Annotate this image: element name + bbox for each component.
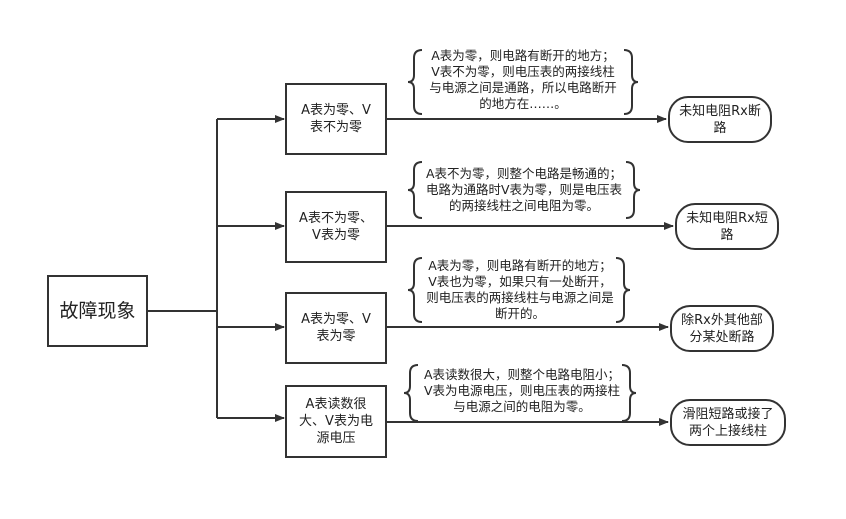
explanation-2: A表不为零，则整个电路是畅通的； 电路为通路时V表为零，则是电压表 的两接线柱之…: [414, 166, 634, 214]
explanation-4-line-2: V表为电源电压，则电压表的两接柱: [423, 383, 621, 398]
brace-left-1: [407, 49, 423, 115]
brace-left-2: [407, 161, 423, 219]
result-1-line-2: 路: [713, 120, 727, 136]
condition-node-1: A表为零、V 表不为零: [285, 83, 387, 155]
explanation-3-line-2: V表也为零，如果只有一处断开，: [428, 274, 612, 289]
root-label: 故障现象: [59, 300, 136, 322]
result-4-line-1: 滑阻短路或接了: [682, 406, 774, 422]
explanation-1-line-3: 与电源之间是通路，所以电路断开: [429, 80, 617, 95]
explanation-1-line-1: A表为零，则电路有断开的地方；: [431, 48, 615, 63]
explanation-3-line-1: A表为零，则电路有断开的地方；: [428, 258, 612, 273]
result-4-line-2: 两个上接线柱: [688, 423, 767, 439]
brace-right-1: [623, 49, 639, 115]
explanation-3: A表为零，则电路有断开的地方； V表也为零，如果只有一处断开， 则电压表的两接线…: [414, 258, 626, 322]
result-3-line-2: 分某处断路: [689, 329, 755, 345]
explanation-3-line-4: 断开的。: [494, 306, 545, 321]
condition-node-4: A表读数很 大、V表为电 源电压: [285, 385, 387, 458]
condition-node-3: A表为零、V 表为零: [285, 292, 387, 364]
explanation-2-line-1: A表不为零，则整个电路是畅通的；: [425, 166, 623, 181]
condition-4-line-1: A表读数很: [305, 397, 367, 412]
result-node-4: 滑阻短路或接了 两个上接线柱: [670, 399, 786, 446]
condition-4-line-2: 大、V表为电: [299, 414, 373, 429]
explanation-3-line-3: 则电压表的两接线柱与电源之间是: [426, 290, 614, 305]
result-2-line-1: 未知电阻Rx短: [686, 210, 768, 226]
condition-3-line-1: A表为零、V: [301, 312, 371, 327]
branch-4-connectors: [217, 414, 669, 426]
condition-3-line-2: 表为零: [316, 329, 356, 344]
condition-1-line-2: 表不为零: [309, 120, 362, 135]
brace-left-4: [403, 364, 419, 422]
explanation-4-line-1: A表读数很大，则整个电路电阻小；: [423, 367, 621, 382]
condition-2-line-2: V表为零: [312, 228, 360, 243]
root-node: 故障现象: [47, 275, 148, 347]
result-node-1: 未知电阻Rx断 路: [668, 96, 772, 143]
brace-right-3: [615, 257, 631, 323]
explanation-4-line-3: 与电源之间的电阻为零。: [453, 399, 591, 414]
condition-2-line-1: A表不为零、: [299, 211, 373, 226]
brace-right-2: [625, 161, 641, 219]
explanation-1-line-4: 的地方在……。: [479, 96, 567, 111]
explanation-4: A表读数很大，则整个电路电阻小； V表为电源电压，则电压表的两接柱 与电源之间的…: [410, 367, 634, 415]
trunk-connector: [148, 119, 218, 418]
explanation-1-line-2: V表不为零，则电压表的两接线柱: [431, 64, 615, 79]
condition-4-line-3: 源电压: [316, 431, 356, 446]
explanation-2-line-2: 电路为通路时V表为零，则是电压表: [425, 182, 623, 197]
result-2-line-2: 路: [720, 227, 734, 243]
result-node-3: 除Rx外其他部 分某处断路: [670, 305, 774, 352]
condition-node-2: A表不为零、 V表为零: [285, 191, 387, 263]
brace-right-4: [621, 364, 637, 422]
result-3-line-1: 除Rx外其他部: [681, 312, 763, 328]
condition-1-line-1: A表为零、V: [301, 103, 371, 118]
result-node-2: 未知电阻Rx短 路: [675, 203, 779, 250]
result-1-line-1: 未知电阻Rx断: [679, 103, 761, 119]
brace-left-3: [407, 257, 423, 323]
explanation-braces: [403, 49, 641, 422]
explanation-1: A表为零，则电路有断开的地方； V表不为零，则电压表的两接线柱 与电源之间是通路…: [416, 48, 630, 112]
explanation-2-line-3: 的两接线柱之间电阻为零。: [448, 198, 599, 213]
